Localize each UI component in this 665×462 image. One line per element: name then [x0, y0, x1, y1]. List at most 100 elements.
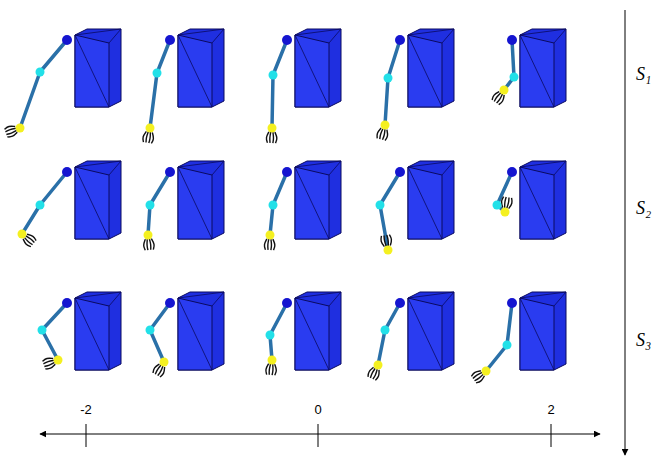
gripper-finger	[275, 132, 277, 143]
axis-tick	[86, 424, 87, 447]
gripper-finger	[507, 197, 509, 208]
gripper-finger	[153, 364, 159, 373]
obstacle-box	[178, 29, 224, 107]
wrist-joint	[384, 246, 393, 255]
gripper-finger	[43, 360, 53, 363]
robot-arm	[492, 29, 566, 107]
gripper-finger	[266, 364, 269, 375]
base-joint	[165, 298, 175, 308]
gripper-finger	[387, 235, 389, 246]
arm-link	[385, 40, 400, 125]
wrist-joint	[482, 367, 491, 376]
box-edge	[178, 29, 224, 107]
obstacle-box	[520, 161, 566, 239]
sequence-label: S₁	[636, 64, 651, 85]
gripper-finger	[146, 239, 148, 250]
obstacle-box	[408, 29, 454, 107]
arm-link	[22, 172, 67, 234]
elbow-joint	[376, 201, 385, 210]
elbow-joint	[146, 201, 155, 210]
base-joint	[282, 298, 292, 308]
robot-arm	[471, 292, 566, 383]
gripper-finger	[382, 129, 385, 140]
box-edge	[408, 292, 454, 370]
axis-value: 0	[314, 402, 321, 417]
gripper-finger	[151, 132, 153, 143]
obstacle-box	[408, 292, 454, 370]
sequence-label: S₂	[636, 198, 651, 219]
base-joint	[507, 35, 517, 45]
robot-arm	[38, 292, 122, 370]
wrist-joint	[266, 231, 275, 240]
gripper-finger	[146, 132, 148, 143]
gripper-finger	[5, 128, 15, 131]
wrist-joint	[268, 124, 277, 133]
robot-arm	[377, 29, 454, 141]
base-joint	[395, 298, 405, 308]
gripper-finger	[384, 235, 386, 246]
axis-line	[40, 434, 600, 435]
elbow-joint	[266, 331, 275, 340]
base-joint	[165, 167, 175, 177]
base-joint	[62, 298, 72, 308]
base-joint	[395, 35, 405, 45]
obstacle-box	[520, 292, 566, 370]
sequence-label: S₃	[636, 330, 651, 351]
gripper-finger	[143, 131, 146, 142]
wrist-joint	[54, 356, 63, 365]
wrist-joint	[268, 356, 277, 365]
base-joint	[395, 167, 405, 177]
robot-arm	[146, 292, 225, 377]
robot-arm	[264, 161, 341, 250]
robot-arm	[266, 29, 341, 143]
elbow-joint	[384, 74, 393, 83]
robot-arm	[5, 29, 121, 137]
obstacle-box	[408, 161, 454, 239]
gripper-finger	[377, 128, 381, 138]
arm-link	[378, 303, 400, 365]
elbow-joint	[36, 68, 45, 77]
arm-link	[486, 303, 512, 371]
gripper-finger	[492, 92, 499, 100]
sequence-arrow	[625, 10, 626, 455]
gripper-finger	[269, 364, 270, 375]
gripper-finger	[368, 367, 374, 377]
gripper-finger	[380, 129, 383, 140]
base-joint	[507, 167, 517, 177]
gripper-finger	[509, 198, 512, 209]
elbow-joint	[269, 201, 278, 210]
robot-arm	[266, 292, 342, 375]
box-edge	[408, 29, 454, 107]
robot-arm	[18, 161, 122, 247]
box-edge	[295, 292, 341, 370]
arm-link	[380, 172, 400, 250]
gripper-finger	[151, 239, 154, 250]
elbow-joint	[146, 326, 155, 335]
wrist-joint	[16, 124, 25, 133]
arm-link	[272, 40, 287, 128]
base-joint	[62, 167, 72, 177]
obstacle-box	[178, 161, 224, 239]
elbow-joint	[503, 341, 512, 350]
box-edge	[75, 161, 121, 239]
box-edge	[408, 161, 454, 239]
gripper-finger	[271, 364, 273, 375]
wrist-joint	[144, 231, 153, 240]
wrist-joint	[18, 230, 27, 239]
gripper-finger	[144, 239, 146, 250]
robot-arm	[493, 161, 567, 239]
obstacle-box	[295, 161, 341, 239]
obstacle-box	[75, 29, 121, 107]
gripper-finger	[272, 132, 274, 143]
gripper-finger	[266, 132, 268, 143]
gripper-finger	[149, 239, 150, 250]
obstacle-box	[178, 292, 224, 370]
wrist-joint	[501, 208, 510, 217]
wrist-joint	[500, 86, 509, 95]
box-edge	[520, 292, 566, 370]
obstacle-box	[295, 292, 341, 370]
axis-tick	[551, 424, 552, 447]
elbow-joint	[36, 201, 45, 210]
